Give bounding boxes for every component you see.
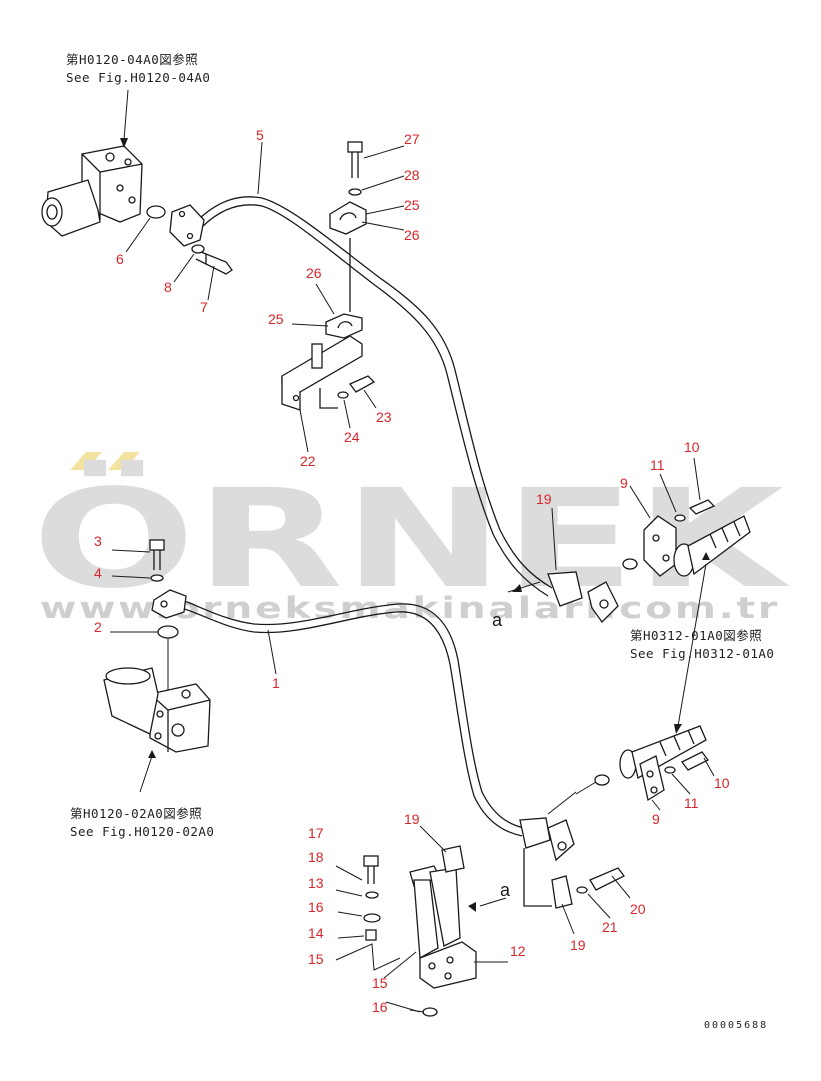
washer-11-upper <box>674 514 686 522</box>
view-marker-a-lower: a <box>500 880 511 900</box>
part-number-19: 19 <box>570 937 586 953</box>
washer-24 <box>337 391 349 399</box>
part-number-9: 9 <box>620 475 628 491</box>
part-number-26: 26 <box>404 227 420 243</box>
part-number-19: 19 <box>536 491 552 507</box>
part-number-5: 5 <box>256 127 264 143</box>
steering-unit-upper <box>41 145 166 237</box>
washer-11-lower <box>664 766 676 774</box>
part-number-28: 28 <box>404 167 420 183</box>
view-markers: a a <box>492 610 511 900</box>
watermark: ÖRNEK www.orneksmakinalari.com.tr <box>32 452 791 625</box>
part-number-4: 4 <box>94 565 102 581</box>
part-number-22: 22 <box>300 453 316 469</box>
washer-4 <box>150 574 164 582</box>
washer-28 <box>348 188 362 196</box>
bracket-12 <box>409 845 477 1017</box>
steering-unit-lower <box>103 667 211 753</box>
bolt-3 <box>149 539 179 690</box>
part-number-21: 21 <box>602 919 618 935</box>
watermark-accent-right <box>108 452 140 470</box>
washer-8 <box>191 244 205 254</box>
drawing-code: 00005688 <box>704 1020 768 1031</box>
ref-right-en: See Fig.H0312-01A0 <box>630 646 774 661</box>
part-number-11: 11 <box>684 795 699 811</box>
o-ring-6 <box>146 205 166 219</box>
pipe-fitting-lower-right <box>519 817 551 849</box>
clamp-upper <box>329 141 367 235</box>
ref-bottom-left-jp: 第H0120-02A0図参照 <box>70 806 202 821</box>
clamp-19-lower <box>523 848 625 909</box>
part-number-26: 26 <box>306 265 322 281</box>
o-ring-2 <box>157 625 179 639</box>
part-number-25: 25 <box>404 197 420 213</box>
part-number-13: 13 <box>308 875 324 891</box>
part-number-16: 16 <box>372 999 388 1015</box>
part-number-14: 14 <box>308 925 324 941</box>
part-number-27: 27 <box>404 131 420 147</box>
flange-assembly-lower <box>619 725 709 802</box>
part-number-23: 23 <box>376 409 392 425</box>
part-number-25: 25 <box>268 311 284 327</box>
ref-top-left-jp: 第H0120-04A0図参照 <box>66 52 198 67</box>
ref-bottom-left-en: See Fig.H0120-02A0 <box>70 824 214 839</box>
part-number-2: 2 <box>94 619 102 635</box>
part-number-8: 8 <box>164 279 172 295</box>
watermark-url: www.orneksmakinalari.com.tr <box>40 591 780 625</box>
part-number-15: 15 <box>372 975 388 991</box>
ref-top-left-en: See Fig.H0120-04A0 <box>66 70 210 85</box>
ref-right-jp: 第H0312-01A0図参照 <box>630 628 762 643</box>
part-number-6: 6 <box>116 251 124 267</box>
washer-16-lower <box>422 1007 438 1017</box>
part-number-1: 1 <box>272 675 280 691</box>
hose-pipe-upper <box>169 196 638 624</box>
part-number-16: 16 <box>308 899 324 915</box>
part-number-10: 10 <box>714 775 730 791</box>
part-numbers: 5 27 28 25 26 6 8 7 26 25 23 24 22 10 11… <box>94 127 730 1015</box>
part-number-18: 18 <box>308 849 324 865</box>
part-number-11: 11 <box>650 457 665 473</box>
part-number-7: 7 <box>200 299 208 315</box>
washer-21 <box>576 886 588 894</box>
part-number-9: 9 <box>652 811 660 827</box>
leader-lines <box>110 89 715 1013</box>
figure-references: 第H0120-04A0図参照 See Fig.H0120-04A0 第H0312… <box>66 52 774 839</box>
o-ring-lower <box>594 774 610 786</box>
bolt-17 <box>363 855 381 941</box>
spacer-14 <box>365 929 377 941</box>
part-number-19: 19 <box>404 811 420 827</box>
part-number-15: 15 <box>308 951 324 967</box>
o-ring-upper <box>622 558 638 570</box>
flange-assembly-upper <box>643 499 751 577</box>
part-number-3: 3 <box>94 533 102 549</box>
watermark-accent-left <box>70 452 102 470</box>
bracket-22 <box>281 238 376 411</box>
pipe-flange-upper <box>169 204 205 247</box>
pipe-flange-lower <box>151 589 187 619</box>
washer-16-upper <box>363 913 381 923</box>
part-number-24: 24 <box>344 429 360 445</box>
hose-pipe-lower <box>151 589 610 862</box>
part-number-10: 10 <box>684 439 700 455</box>
part-number-20: 20 <box>630 901 646 917</box>
view-marker-a-upper: a <box>492 610 503 630</box>
pipe-fitting-upper-right <box>547 571 583 607</box>
washer-13 <box>365 891 379 899</box>
part-number-12: 12 <box>510 943 526 959</box>
bolt-7 <box>191 244 233 275</box>
part-number-17: 17 <box>308 825 324 841</box>
